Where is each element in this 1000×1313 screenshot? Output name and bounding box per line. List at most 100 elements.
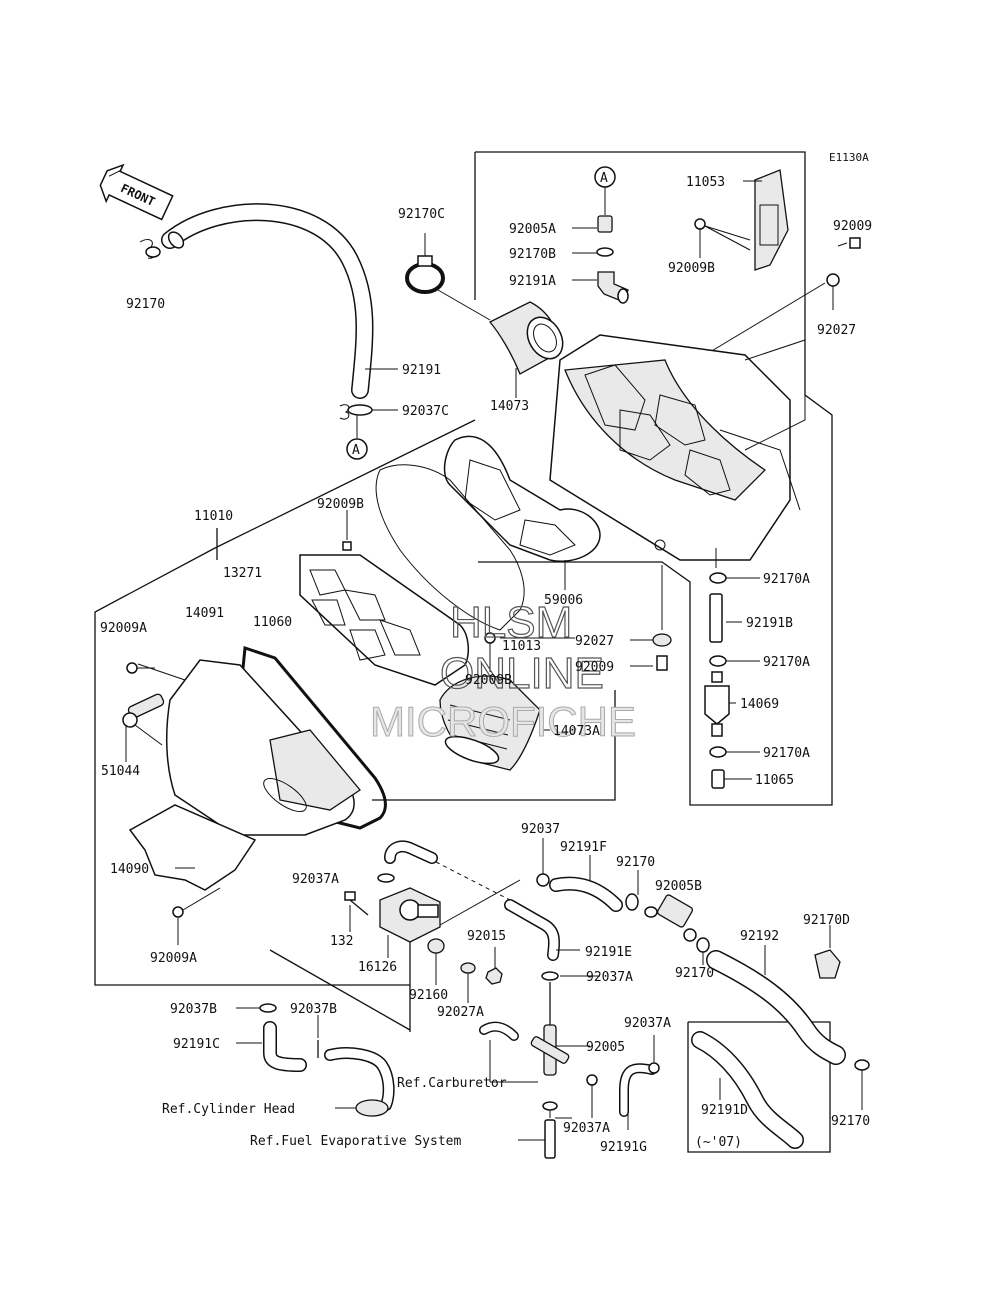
- label-92191D: 92191D: [701, 1103, 748, 1118]
- label-92037C: 92037C: [402, 404, 449, 419]
- clip-92037C: [339, 404, 373, 420]
- label-11065: 11065: [755, 773, 794, 788]
- evap-hose: [518, 1119, 556, 1159]
- part-labels: E1130A 92170 92170C 92005A 92170B 92191A…: [100, 151, 872, 1155]
- label-92170A-3: 92170A: [763, 746, 810, 761]
- label-ref-carburetor: Ref.Carburetor: [397, 1076, 507, 1091]
- label-11060: 11060: [253, 615, 292, 630]
- nut-92015: [485, 947, 503, 985]
- label-92170A-2: 92170A: [763, 655, 810, 670]
- label-92160: 92160: [409, 988, 448, 1003]
- label-11013: 11013: [502, 639, 541, 654]
- ref-marker-a-top: A: [594, 166, 616, 215]
- bolt-92009-top: [837, 237, 861, 249]
- clip-92170D: [814, 925, 841, 979]
- screw-92009A-2: [172, 887, 221, 945]
- bolt-92009B-low: [484, 632, 496, 672]
- label-ref-cylinder-head: Ref.Cylinder Head: [162, 1102, 295, 1117]
- washer-92027-mid: [652, 565, 672, 647]
- bracket-14090: [128, 804, 257, 891]
- bolt-92009B-top: [694, 218, 751, 258]
- fitting-92005A: [597, 215, 613, 233]
- label-11010: 11010: [194, 509, 233, 524]
- label-92037A-3: 92037A: [624, 1016, 671, 1031]
- clip-92170-top: [139, 239, 161, 259]
- valve-16126: [379, 879, 521, 958]
- label-92037A-2: 92037A: [586, 970, 633, 985]
- hose-92191F: [549, 855, 623, 912]
- clip-92037: [536, 838, 550, 887]
- watermark-line-1: HLSM: [450, 598, 572, 647]
- washer-92027A: [460, 962, 476, 1003]
- filter-14069: [704, 671, 730, 737]
- hose-92191D: [691, 1031, 804, 1149]
- label-92170-right: 92170: [831, 1114, 870, 1129]
- label-92009A-2: 92009A: [150, 951, 197, 966]
- label-92170-low: 92170: [675, 966, 714, 981]
- hose-92191B: [709, 593, 723, 643]
- ref-marker-a-top-text: A: [600, 171, 608, 186]
- label-14073: 14073: [490, 399, 529, 414]
- label-92037B-2: 92037B: [290, 1002, 337, 1017]
- clip-92037A-4: [542, 1101, 558, 1118]
- label-92005B: 92005B: [655, 879, 702, 894]
- label-92027A: 92027A: [437, 1005, 484, 1020]
- label-51044: 51044: [101, 764, 140, 779]
- label-92009-top: 92009: [833, 219, 872, 234]
- cylinder-head-fitting: [324, 1047, 395, 1117]
- label-92170A-1: 92170A: [763, 572, 810, 587]
- label-92037A-1: 92037A: [292, 872, 339, 887]
- label-92170B: 92170B: [509, 247, 556, 262]
- watermark: HLSM ONLINE MICROFICHE: [370, 597, 637, 745]
- label-92005: 92005: [586, 1040, 625, 1055]
- elbow-hose-92191A: [597, 271, 629, 304]
- label-11053: 11053: [686, 175, 725, 190]
- label-92170D: 92170D: [803, 913, 850, 928]
- label-14091: 14091: [185, 606, 224, 621]
- label-14073A: 14073A: [553, 724, 600, 739]
- label-92009A-1: 92009A: [100, 621, 147, 636]
- label-92009B-top: 92009B: [668, 261, 715, 276]
- label-92191G: 92191G: [600, 1140, 647, 1155]
- clip-92037A-1: [377, 873, 395, 883]
- gasket-11060: [238, 645, 387, 830]
- label-16126: 16126: [358, 960, 397, 975]
- fitting-11065: [711, 769, 725, 789]
- bolt-132: [344, 891, 369, 932]
- label-92192: 92192: [740, 929, 779, 944]
- label-14090: 14090: [110, 862, 149, 877]
- watermark-line-3: MICROFICHE: [370, 698, 636, 745]
- clip-92037A-5: [648, 1035, 660, 1074]
- front-arrow-icon: FRONT: [99, 163, 174, 221]
- clip-92170-right: [854, 1059, 870, 1110]
- bracket-11053: [743, 169, 789, 271]
- clip-92037A-3: [586, 1074, 598, 1118]
- label-92191C: 92191C: [173, 1037, 220, 1052]
- leader-lines: [236, 227, 760, 1119]
- label-ref-fuel-evap: Ref.Fuel Evaporative System: [250, 1134, 461, 1149]
- clip-92170-mid2: [644, 906, 658, 918]
- clip-92170-mid: [625, 870, 639, 911]
- label-07: (~'07): [695, 1135, 742, 1150]
- filter-element-59006: [443, 435, 601, 590]
- label-92191B: 92191B: [746, 616, 793, 631]
- label-13271: 13271: [223, 566, 262, 581]
- diagram-code: E1130A: [829, 151, 869, 164]
- screw-92009A-1: [126, 662, 186, 681]
- clip-92037A-2: [541, 971, 559, 981]
- label-92027-top: 92027: [817, 323, 856, 338]
- label-59006: 59006: [544, 593, 583, 608]
- air-cleaner-housing: [549, 334, 806, 561]
- clip-92037B-1: [259, 1003, 277, 1013]
- label-92037: 92037: [521, 822, 560, 837]
- filter-92005B: [656, 894, 697, 942]
- label-92015: 92015: [467, 929, 506, 944]
- label-92005A: 92005A: [509, 222, 556, 237]
- cap-92160: [427, 938, 445, 985]
- bolt-92009B-mid: [342, 510, 352, 551]
- label-92009B-mid: 92009B: [317, 497, 364, 512]
- label-92170-top: 92170: [126, 297, 165, 312]
- label-92191A: 92191A: [509, 274, 556, 289]
- tee-joint-92005: [530, 982, 590, 1076]
